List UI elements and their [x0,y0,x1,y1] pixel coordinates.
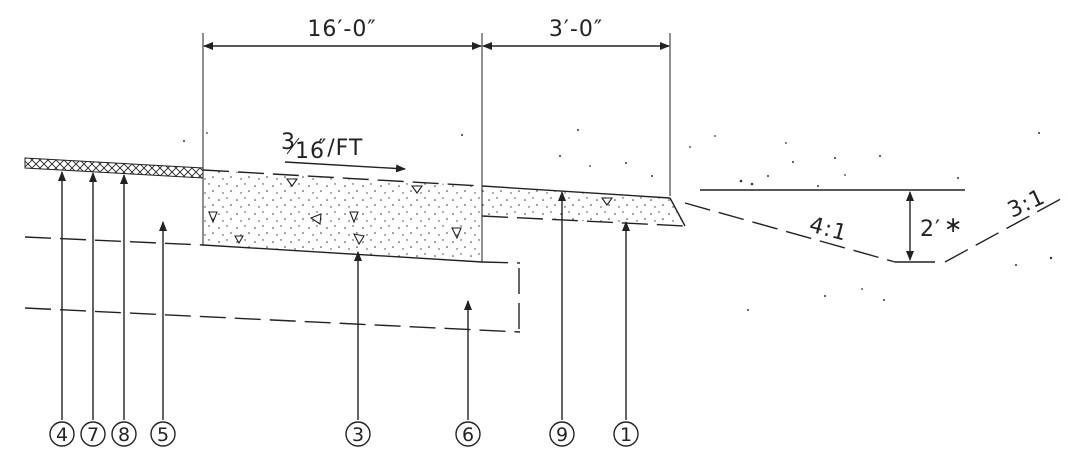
svg-text:8: 8 [118,424,130,446]
callout-7: 7 [80,421,106,447]
callout-8: 8 [111,421,137,447]
subbase-top-line [481,261,521,264]
callout-1: 1 [613,421,639,447]
subgrade-top-line [24,236,204,246]
pavement-top-surface [202,169,483,187]
existing-surfacing-hatch [24,157,204,179]
callout-leaders [58,171,630,420]
callout-4: 4 [49,421,75,447]
backslope-ratio: 3:1 [1004,185,1049,224]
callout-5: 5 [150,421,176,447]
svg-text:6: 6 [462,424,474,446]
soil-speckle [183,129,1053,311]
callout-3: 3 [345,421,371,447]
depth-label: 2′ [920,217,941,242]
foreslope-ratio: 4:1 [806,213,850,247]
depth-note-symbol: ∗ [944,213,963,238]
pavement-bottom [202,244,483,263]
backslope-line [944,194,1068,263]
slope-unit: ″/FT [318,136,363,161]
svg-text:7: 7 [87,424,99,446]
svg-text:4: 4 [56,424,68,446]
pavement-layer [203,170,482,262]
dimension-label-3ft: 3′-0″ [549,17,603,42]
svg-text:1: 1 [620,424,632,446]
subbase-bottom-line [24,307,521,333]
svg-text:3: 3 [352,424,364,446]
svg-text:5: 5 [157,424,169,446]
dimension-label-16ft: 16′-0″ [307,17,376,42]
slope-denominator: 16 [295,139,325,164]
slope-fraction-bar [286,137,300,155]
foreslope-line [684,202,896,263]
shoulder-top-surface [481,185,671,199]
callout-6: 6 [455,421,481,447]
aggregate-symbols [208,178,614,246]
slope-arrow [284,161,406,173]
callout-9: 9 [549,421,575,447]
shoulder-edge [669,197,686,227]
svg-text:9: 9 [556,424,568,446]
